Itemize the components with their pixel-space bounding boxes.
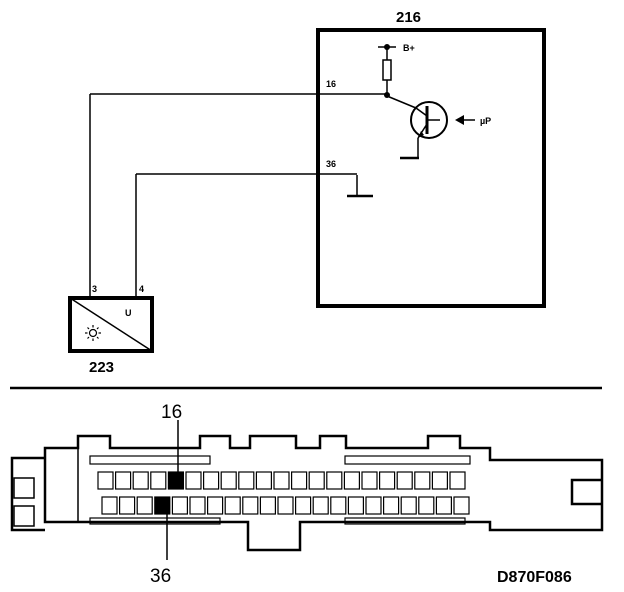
sensor-u-label: U [125,308,132,318]
pin-cavity [277,496,294,515]
pin-cavity [101,496,118,515]
pin-cavity [114,471,132,490]
pin-cavity [326,471,343,490]
pin-cavity [118,496,136,515]
pin-cavity [203,471,220,490]
pin-callouts: 16 36 [150,402,182,587]
mp-label: µP [480,116,491,126]
transistor [386,95,448,160]
sensor-pin-3-label: 3 [92,284,97,294]
transistor-circle [410,101,448,139]
pin-cavity [365,496,382,515]
pin-cavity [449,471,466,490]
left-flange [10,456,45,532]
pin-cavity [383,496,400,515]
pin-cavity [343,471,360,490]
pin-cavity [224,496,241,515]
ecu-pin-36-label: 36 [326,159,336,169]
pin-cavity-highlighted [167,471,184,490]
supply-label: B+ [403,43,415,53]
mp-input: µP [455,115,491,126]
pin-cavity [330,496,347,515]
connector-outline [43,434,604,552]
pin-cavity [220,471,237,490]
ground-36 [347,175,373,198]
pin-cavity [400,496,417,515]
pin-cavity [207,496,224,515]
ecu-216: 216 16 36 B+ µP [316,9,546,308]
pin-cavity [150,471,167,490]
junction-16 [384,92,390,98]
pin-cavity [361,471,378,490]
pin-cavity [396,471,413,490]
pin-cavity [295,496,312,515]
resistor [382,59,392,81]
pin-cavity [238,471,255,490]
sensor-label: 223 [89,359,114,376]
connector-pin-36-label: 36 [150,566,171,587]
wires [89,92,390,298]
mp-arrow-icon [455,115,464,125]
pin-cavity [136,496,153,515]
right-notch [570,478,602,506]
pin-cavity [435,496,452,515]
sensor-box [68,296,154,353]
ecu-pin-16-label: 16 [326,79,336,89]
pin-cavity [414,471,431,490]
pin-cavity [242,496,259,515]
pin-cavity [418,496,435,515]
figure-code: D870F086 [497,569,572,586]
ecu-label: 216 [396,9,421,26]
pin-rows [97,471,470,515]
pin-cavity [185,471,202,490]
pin-cavity [255,471,272,490]
pin-cavity [97,471,114,490]
sensor-pin-4-label: 4 [139,284,144,294]
connector-pin-16-label: 16 [161,402,182,423]
pin-cavity [171,496,188,515]
pin-cavity [132,471,149,490]
pin-cavity [431,471,448,490]
supply-resistor: B+ [378,43,415,96]
sensor-223: 3 4 U 223 [68,284,154,376]
pin-cavity [347,496,364,515]
pin-cavity [308,471,325,490]
pin-cavity [291,471,308,490]
pin-cavity-highlighted [154,496,171,515]
pin-cavity [453,496,470,515]
pin-cavity [189,496,206,515]
pin-cavity [312,496,329,515]
pin-cavity [259,496,276,515]
connector-view [10,434,604,552]
ecu-box [316,28,546,308]
sun-icon [85,325,101,341]
pin-cavity [273,471,290,490]
pin-cavity [379,471,396,490]
